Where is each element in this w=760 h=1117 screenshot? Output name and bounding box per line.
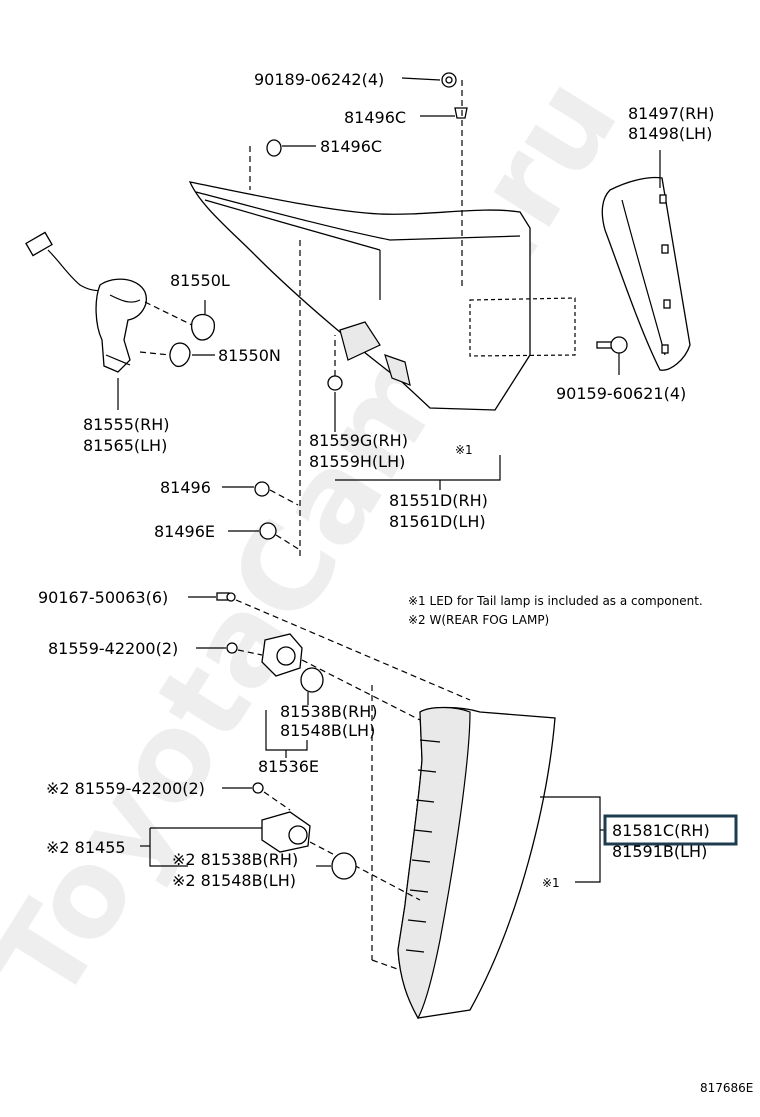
label-81559-42200-lower: ※2 81559-42200(2) [46, 779, 205, 798]
label-81555: 81555(RH) [83, 415, 170, 434]
label-81538b-upper: 81538B(RH) [280, 702, 378, 721]
label-90189: 90189-06242(4) [254, 70, 384, 89]
label-81496e: 81496E [154, 522, 215, 541]
clip-81559-42200-upper[interactable] [226, 642, 238, 654]
highlight-box-bg [605, 816, 736, 844]
screw-90167[interactable] [216, 592, 236, 602]
label-81548b-lower: ※2 81548B(LH) [172, 871, 296, 890]
label-81581c[interactable]: 81581C(RH) [612, 821, 710, 840]
label-81591b: 81591B(LH) [612, 842, 707, 861]
tail-lamp-body-81551d[interactable] [188, 181, 576, 411]
mark-note1-lower: ※1 [542, 876, 560, 890]
diagram-code: 817686E [700, 1081, 753, 1095]
label-81496c-upper: 81496C [344, 108, 406, 127]
bulb-81550l[interactable] [190, 313, 216, 341]
label-81498: 81498(LH) [628, 124, 712, 143]
note-1: ※1 LED for Tail lamp is included as a co… [408, 594, 703, 608]
label-81496c-left: 81496C [320, 137, 382, 156]
label-81559h: 81559H(LH) [309, 452, 405, 471]
rear-lamp-81581c[interactable] [397, 706, 556, 1020]
label-81497: 81497(RH) [628, 104, 715, 123]
label-90159: 90159-60621(4) [556, 384, 686, 403]
label-81538b-lower: ※2 81538B(RH) [172, 850, 298, 869]
socket-81536e[interactable] [261, 633, 303, 677]
mark-note1-upper: ※1 [455, 443, 473, 457]
label-81559g: 81559G(RH) [309, 431, 408, 450]
label-81550n: 81550N [218, 346, 281, 365]
clip-81496[interactable] [254, 481, 270, 497]
socket-81555[interactable] [25, 231, 147, 373]
bulb-81550n[interactable] [169, 342, 191, 368]
label-81496: 81496 [160, 478, 211, 497]
highlight-box [603, 814, 738, 846]
note-2: ※2 W(REAR FOG LAMP) [408, 613, 549, 627]
bulb-81538b-upper[interactable] [300, 667, 324, 693]
label-81455: ※2 81455 [46, 838, 126, 857]
label-81559-42200-upper: 81559-42200(2) [48, 639, 178, 658]
bulb-81538b-lower[interactable] [331, 852, 357, 880]
label-81565: 81565(LH) [83, 436, 167, 455]
label-81550l: 81550L [170, 271, 230, 290]
label-81561d: 81561D(LH) [389, 512, 486, 531]
clip-81559-42200-lower[interactable] [252, 782, 264, 794]
clip-81496c-left[interactable] [266, 139, 282, 157]
socket-81455[interactable] [261, 811, 311, 853]
label-81551d: 81551D(RH) [389, 491, 488, 510]
clip-81559g[interactable] [327, 375, 343, 391]
label-81536e: 81536E [258, 757, 319, 776]
clip-81496c-upper[interactable] [454, 107, 468, 119]
clip-81496e[interactable] [259, 522, 277, 540]
gasket-81497[interactable] [601, 176, 691, 371]
screw-90189[interactable] [441, 72, 457, 88]
label-81548b-upper: 81548B(LH) [280, 721, 375, 740]
label-90167: 90167-50063(6) [38, 588, 168, 607]
bolt-90159[interactable] [596, 336, 628, 354]
